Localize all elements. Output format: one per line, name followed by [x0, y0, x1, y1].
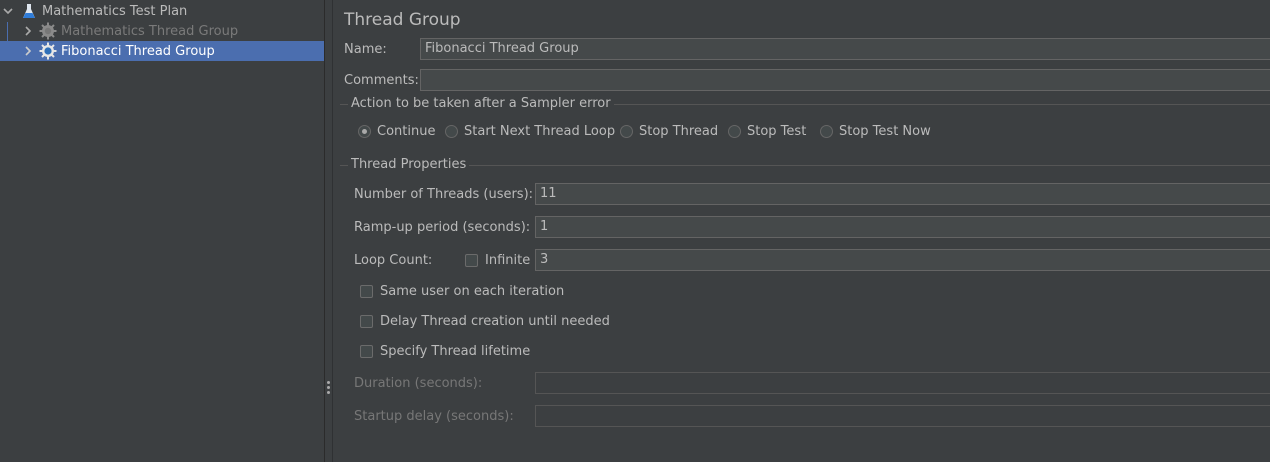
- duration-label: Duration (seconds):: [354, 376, 483, 391]
- radio-stop-test[interactable]: Stop Test: [728, 124, 806, 139]
- split-pane-divider[interactable]: [324, 0, 333, 462]
- radio-unselected-icon: [445, 125, 458, 138]
- threads-label: Number of Threads (users):: [354, 187, 534, 202]
- tree-item-fibonacci-thread-group[interactable]: Fibonacci Thread Group: [0, 41, 324, 61]
- tree-item-label: Mathematics Thread Group: [61, 23, 239, 39]
- radio-selected-icon: [358, 125, 371, 138]
- radio-label: Stop Thread: [639, 124, 719, 139]
- rampup-input[interactable]: 1: [535, 216, 1270, 238]
- thread-group-panel: Thread Group Name: Fibonacci Thread Grou…: [334, 0, 1270, 462]
- comments-label: Comments:: [344, 73, 419, 88]
- startup-delay-label: Startup delay (seconds):: [354, 409, 514, 424]
- checkbox-unchecked-icon: [360, 285, 373, 298]
- checkbox-label: Specify Thread lifetime: [380, 344, 531, 359]
- radio-continue[interactable]: Continue: [358, 124, 435, 139]
- gear-icon: [39, 22, 57, 40]
- radio-label: Stop Test Now: [839, 124, 931, 139]
- test-plan-tree[interactable]: Mathematics Test Plan Mathematics Thread…: [0, 0, 324, 462]
- infinite-checkbox[interactable]: Infinite: [465, 253, 530, 268]
- chevron-right-icon[interactable]: [22, 25, 34, 37]
- chevron-right-icon[interactable]: [22, 45, 34, 57]
- gear-icon: [39, 42, 57, 60]
- tree-item-mathematics-thread-group[interactable]: Mathematics Thread Group: [0, 21, 324, 41]
- chevron-down-icon[interactable]: [2, 5, 14, 17]
- page-title: Thread Group: [344, 10, 461, 30]
- thread-properties-group-title: Thread Properties: [348, 157, 470, 172]
- radio-stop-thread[interactable]: Stop Thread: [620, 124, 718, 139]
- threads-input[interactable]: 11: [535, 183, 1270, 205]
- flask-icon: [22, 3, 36, 19]
- name-label: Name:: [344, 42, 387, 57]
- tree-item-label: Fibonacci Thread Group: [61, 43, 215, 59]
- radio-unselected-icon: [820, 125, 833, 138]
- thread-properties-group-border: [340, 165, 1270, 166]
- duration-input[interactable]: [535, 372, 1270, 394]
- sampler-error-group-title: Action to be taken after a Sampler error: [348, 96, 614, 111]
- checkbox-unchecked-icon: [360, 315, 373, 328]
- rampup-label: Ramp-up period (seconds):: [354, 220, 531, 235]
- startup-delay-input[interactable]: [535, 405, 1270, 427]
- delay-thread-creation-checkbox[interactable]: Delay Thread creation until needed: [360, 314, 610, 329]
- radio-label: Start Next Thread Loop: [464, 124, 616, 139]
- drag-handle-icon[interactable]: [327, 381, 330, 396]
- radio-stop-test-now[interactable]: Stop Test Now: [820, 124, 931, 139]
- checkbox-unchecked-icon: [465, 254, 478, 267]
- radio-label: Continue: [377, 124, 436, 139]
- same-user-checkbox[interactable]: Same user on each iteration: [360, 284, 564, 299]
- checkbox-label: Same user on each iteration: [380, 284, 565, 299]
- loop-count-label: Loop Count:: [354, 253, 433, 268]
- radio-start-next-thread-loop[interactable]: Start Next Thread Loop: [445, 124, 615, 139]
- radio-unselected-icon: [620, 125, 633, 138]
- name-input[interactable]: Fibonacci Thread Group: [420, 38, 1270, 60]
- tree-item-label: Mathematics Test Plan: [42, 3, 188, 19]
- checkbox-unchecked-icon: [360, 345, 373, 358]
- comments-input[interactable]: [420, 69, 1270, 91]
- sampler-error-group-border: [340, 104, 1270, 105]
- loop-count-input[interactable]: 3: [535, 249, 1270, 271]
- checkbox-label: Infinite: [485, 253, 531, 268]
- specify-thread-lifetime-checkbox[interactable]: Specify Thread lifetime: [360, 344, 530, 359]
- radio-unselected-icon: [728, 125, 741, 138]
- tree-item-test-plan[interactable]: Mathematics Test Plan: [0, 1, 324, 21]
- radio-label: Stop Test: [747, 124, 807, 139]
- checkbox-label: Delay Thread creation until needed: [380, 314, 610, 329]
